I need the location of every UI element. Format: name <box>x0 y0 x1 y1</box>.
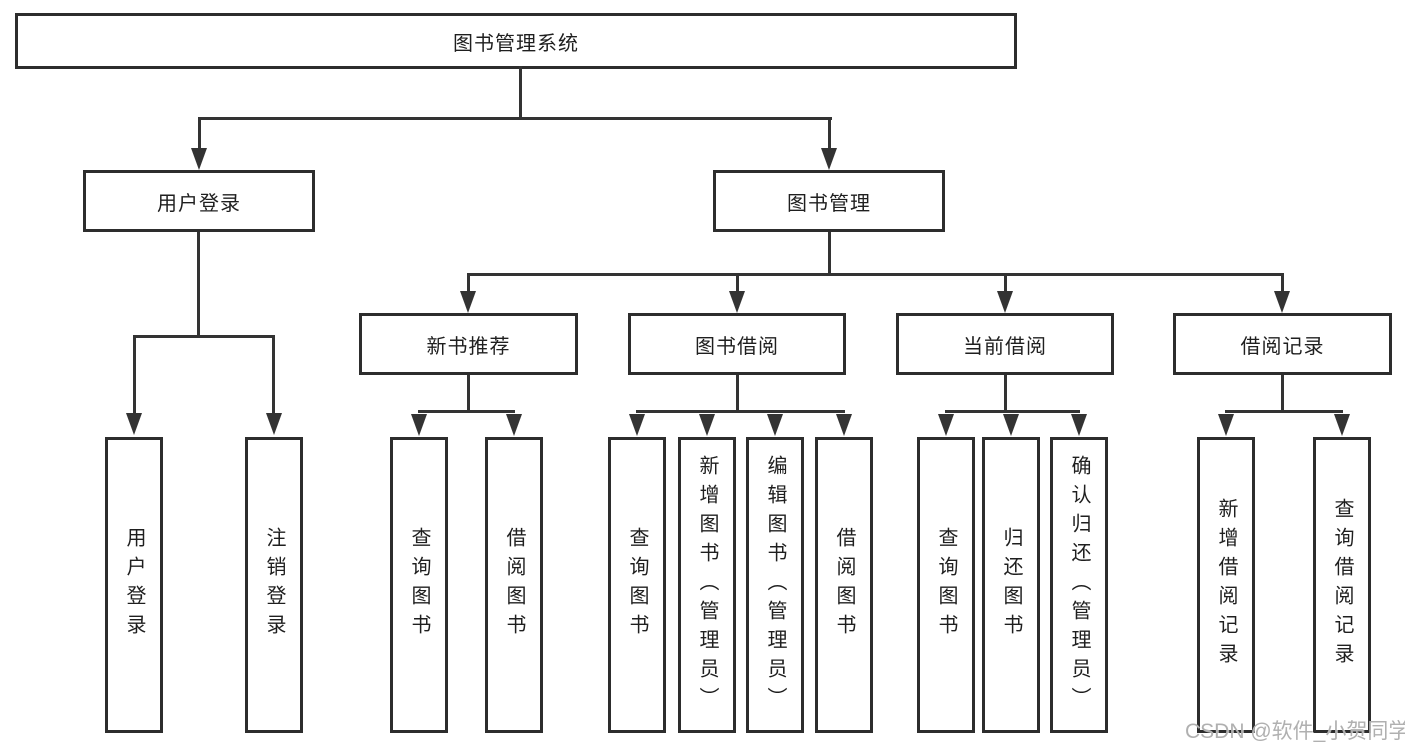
node-label: 新增图书（管理员） <box>696 454 718 716</box>
node-label: 用户登录 <box>123 527 145 643</box>
arrow-down-icon <box>699 414 715 436</box>
leaf-confirm-return-admin: 确认归还（管理员） <box>1050 437 1108 733</box>
leaf-borrow-books: 借阅图书 <box>815 437 873 733</box>
leaf-query-books: 查询图书 <box>917 437 975 733</box>
tree-edge <box>828 117 831 151</box>
leaf-user-login: 用户登录 <box>105 437 163 733</box>
node-label: 图书管理 <box>787 192 871 215</box>
arrow-down-icon <box>836 414 852 436</box>
leaf-query-books: 查询图书 <box>608 437 666 733</box>
watermark: CSDN @软件_小贺同学 <box>1185 720 1405 743</box>
node-new-book-recommend: 新书推荐 <box>359 313 578 375</box>
arrow-down-icon <box>460 291 476 313</box>
tree-edge <box>198 117 201 151</box>
node-label: 图书借阅 <box>695 335 779 358</box>
tree-edge <box>1281 375 1284 412</box>
node-label: 当前借阅 <box>963 335 1047 358</box>
arrow-down-icon <box>1003 414 1019 436</box>
arrow-down-icon <box>767 414 783 436</box>
tree-edge <box>1225 410 1343 413</box>
node-label: 注销登录 <box>263 527 285 643</box>
node-label: 借阅记录 <box>1240 335 1325 358</box>
arrow-down-icon <box>506 414 522 436</box>
arrow-down-icon <box>1071 414 1087 436</box>
node-user-login: 用户登录 <box>83 170 315 232</box>
node-current-borrowing: 当前借阅 <box>896 313 1114 375</box>
tree-edge <box>828 232 831 276</box>
leaf-add-borrow-record: 新增借阅记录 <box>1197 437 1255 733</box>
node-label: 归还图书 <box>1000 527 1022 643</box>
node-label: 用户登录 <box>157 192 241 215</box>
tree-edge <box>736 273 739 293</box>
node-label: 查询图书 <box>626 527 648 643</box>
tree-edge <box>272 335 275 415</box>
arrow-down-icon <box>629 414 645 436</box>
arrow-down-icon <box>821 148 837 170</box>
node-label: 查询图书 <box>935 527 957 643</box>
node-library-system: 图书管理系统 <box>15 13 1017 69</box>
tree-edge <box>198 117 832 120</box>
tree-edge <box>1281 273 1284 293</box>
tree-edge <box>945 410 1080 413</box>
arrow-down-icon <box>191 148 207 170</box>
node-label: 查询借阅记录 <box>1331 498 1353 672</box>
leaf-query-borrow-record: 查询借阅记录 <box>1313 437 1371 733</box>
arrow-down-icon <box>938 414 954 436</box>
tree-edge <box>519 66 522 120</box>
tree-edge <box>467 273 1283 276</box>
node-label: 新书推荐 <box>426 335 511 358</box>
node-label: 编辑图书（管理员） <box>764 454 786 716</box>
arrow-down-icon <box>1334 414 1350 436</box>
arrow-down-icon <box>1274 291 1290 313</box>
arrow-down-icon <box>126 413 142 435</box>
arrow-down-icon <box>997 291 1013 313</box>
arrow-down-icon <box>729 291 745 313</box>
leaf-return-books: 归还图书 <box>982 437 1040 733</box>
node-borrowing-records: 借阅记录 <box>1173 313 1392 375</box>
leaf-add-book-admin: 新增图书（管理员） <box>678 437 736 733</box>
tree-edge <box>636 410 845 413</box>
leaf-edit-book-admin: 编辑图书（管理员） <box>746 437 804 733</box>
node-label: 查询图书 <box>408 527 430 643</box>
tree-edge <box>467 375 470 412</box>
node-label: 确认归还（管理员） <box>1068 454 1090 716</box>
tree-edge <box>467 273 470 293</box>
tree-edge <box>133 335 275 338</box>
leaf-borrow-books: 借阅图书 <box>485 437 543 733</box>
tree-edge <box>1004 273 1007 293</box>
node-book-management: 图书管理 <box>713 170 945 232</box>
node-book-borrowing: 图书借阅 <box>628 313 846 375</box>
leaf-query-books: 查询图书 <box>390 437 448 733</box>
node-label: 借阅图书 <box>833 527 855 643</box>
tree-edge <box>197 232 200 338</box>
node-label: 图书管理系统 <box>453 32 579 55</box>
tree-edge <box>736 375 739 412</box>
arrow-down-icon <box>1218 414 1234 436</box>
arrow-down-icon <box>411 414 427 436</box>
arrow-down-icon <box>266 413 282 435</box>
tree-edge <box>133 335 136 415</box>
node-label: 借阅图书 <box>503 527 525 643</box>
tree-edge <box>418 410 515 413</box>
tree-edge <box>1004 375 1007 412</box>
node-label: 新增借阅记录 <box>1215 498 1237 672</box>
leaf-logout: 注销登录 <box>245 437 303 733</box>
